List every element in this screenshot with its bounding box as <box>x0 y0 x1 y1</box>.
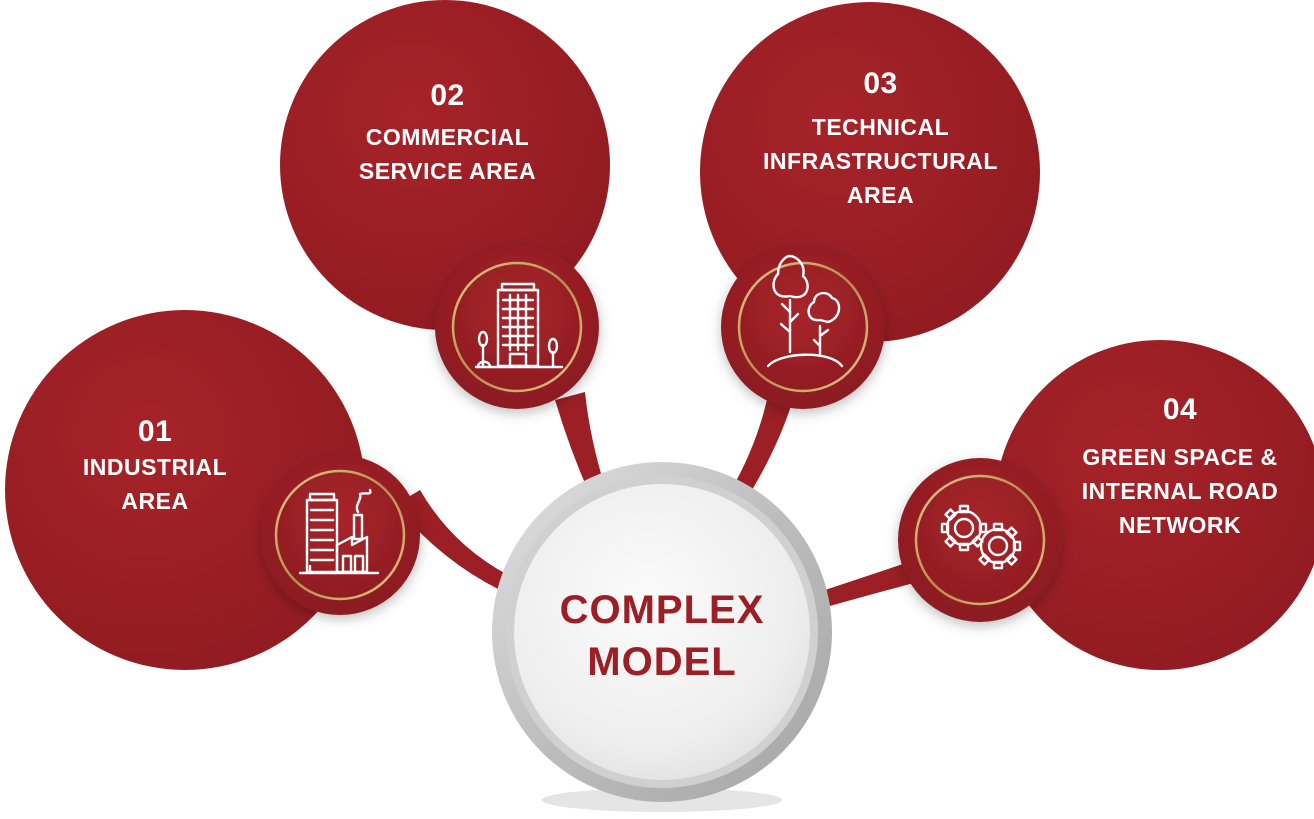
connector-03 <box>730 385 795 500</box>
area-02-title-line-1: COMMERCIAL <box>365 124 530 150</box>
center-label-line-1: COMPLEX <box>559 588 765 632</box>
area-04-title-line-2: INTERNAL ROAD <box>1081 478 1279 504</box>
area-04-text: 04 GREEN SPACE & INTERNAL ROAD NETWORK <box>1055 392 1305 542</box>
area-02-text: 02 COMMERCIAL SERVICE AREA <box>320 78 575 188</box>
factory-icon <box>298 488 380 575</box>
area-01-title-line-1: INDUSTRIAL <box>82 454 228 480</box>
office-building-icon <box>474 282 564 369</box>
connectors <box>395 385 925 606</box>
area-01-number: 01 <box>137 415 173 448</box>
area-01-title-line-2: AREA <box>121 488 189 514</box>
area-03-title-line-2: INFRASTRUCTURAL <box>763 148 998 174</box>
area-02-title-line-2: SERVICE AREA <box>358 158 537 184</box>
area-04-title-line-1: GREEN SPACE & <box>1082 444 1278 470</box>
center-circle <box>492 462 832 812</box>
center-label-line-2: MODEL <box>587 640 737 684</box>
area-03-title-line-3: AREA <box>846 182 915 208</box>
area-04-number: 04 <box>1162 393 1198 426</box>
connector-04 <box>825 560 925 606</box>
area-04-title-line-3: NETWORK <box>1118 512 1242 538</box>
area-01-text: 01 INDUSTRIAL AREA <box>55 414 255 518</box>
area-03-number: 03 <box>863 67 898 100</box>
connector-02 <box>555 392 606 495</box>
gears-icon <box>940 504 1022 570</box>
bubble-04 <box>995 340 1314 670</box>
area-03-text: 03 TECHNICAL INFRASTRUCTURAL AREA <box>728 66 1033 212</box>
connector-01 <box>395 490 508 590</box>
trees-icon <box>766 254 844 368</box>
area-03-title-line-1: TECHNICAL <box>811 114 950 140</box>
area-02-number: 02 <box>430 79 465 112</box>
center-label: COMPLEX MODEL <box>512 584 812 688</box>
